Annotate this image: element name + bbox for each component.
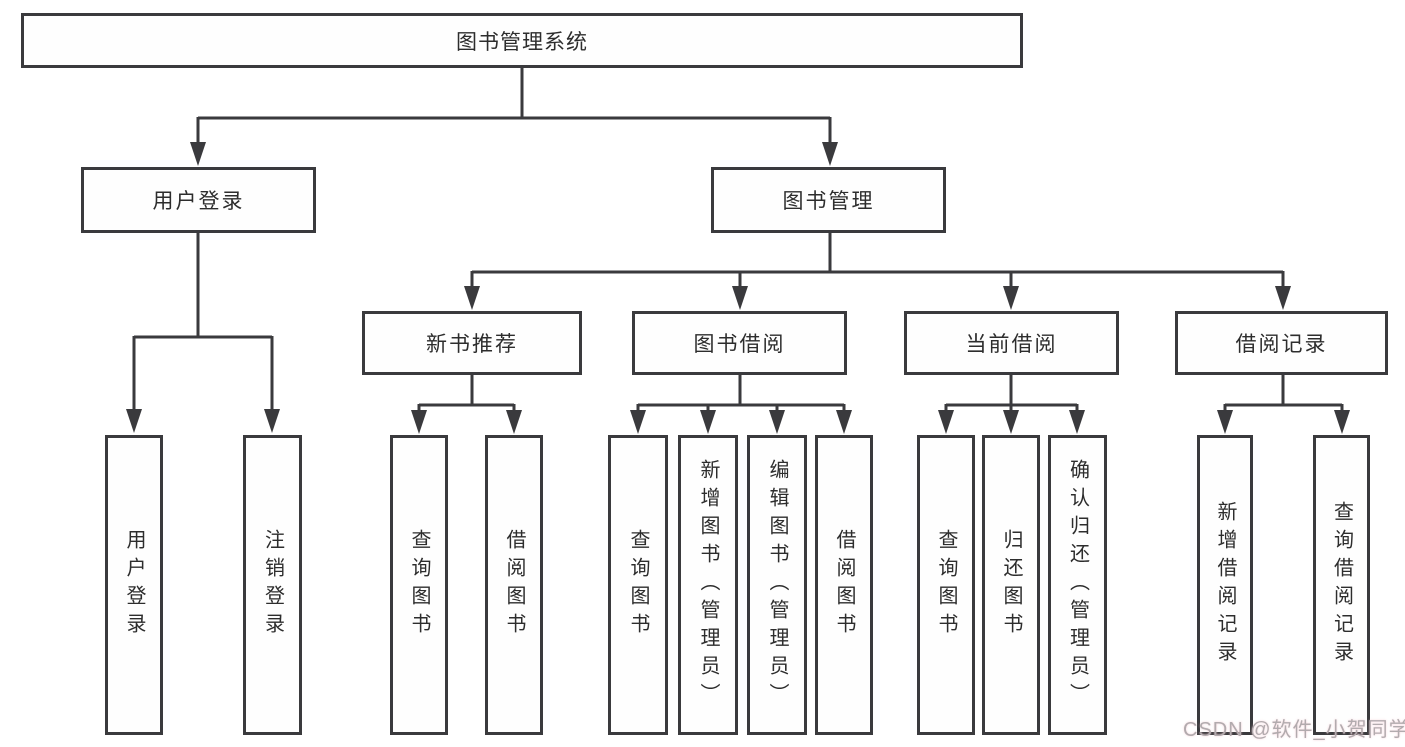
leaf-label: 查询借阅记录: [1330, 501, 1353, 669]
leaf-label: 查询图书: [627, 529, 649, 641]
node-new-book-recommend: 新书推荐: [362, 311, 582, 375]
leaf-label: 用户登录: [123, 529, 145, 641]
leaf-query-books-current: 查询图书: [917, 435, 975, 735]
leaf-borrow-books-recommend: 借阅图书: [485, 435, 543, 735]
node-library-management-system: 图书管理系统: [21, 13, 1023, 68]
node-borrow-records: 借阅记录: [1175, 311, 1388, 375]
leaf-add-book-admin: 新增图书（管理员）: [678, 435, 738, 735]
leaf-label: 注销登录: [261, 529, 284, 641]
leaf-label: 确认归还（管理员）: [1066, 459, 1089, 711]
leaf-query-books-borrow: 查询图书: [608, 435, 668, 735]
leaf-user-login: 用户登录: [105, 435, 163, 735]
leaf-borrow-books-borrow: 借阅图书: [815, 435, 873, 735]
leaf-label: 借阅图书: [503, 529, 525, 641]
node-current-borrow: 当前借阅: [904, 311, 1119, 375]
leaf-query-books-recommend: 查询图书: [390, 435, 448, 735]
leaf-return-book: 归还图书: [982, 435, 1040, 735]
leaf-add-borrow-record: 新增借阅记录: [1197, 435, 1253, 735]
leaf-label: 新增图书（管理员）: [697, 459, 719, 711]
node-user-login: 用户登录: [81, 167, 316, 233]
leaf-label: 归还图书: [1000, 529, 1022, 641]
leaf-label: 编辑图书（管理员）: [766, 459, 788, 711]
leaf-label: 查询图书: [935, 529, 957, 641]
leaf-query-borrow-record: 查询借阅记录: [1313, 435, 1370, 735]
leaf-edit-book-admin: 编辑图书（管理员）: [747, 435, 807, 735]
node-book-borrow: 图书借阅: [632, 311, 847, 375]
leaf-label: 新增借阅记录: [1214, 501, 1236, 669]
leaf-logout: 注销登录: [243, 435, 302, 735]
leaf-label: 查询图书: [408, 529, 430, 641]
leaf-confirm-return-admin: 确认归还（管理员）: [1048, 435, 1107, 735]
leaf-label: 借阅图书: [833, 529, 855, 641]
node-book-management: 图书管理: [711, 167, 946, 233]
